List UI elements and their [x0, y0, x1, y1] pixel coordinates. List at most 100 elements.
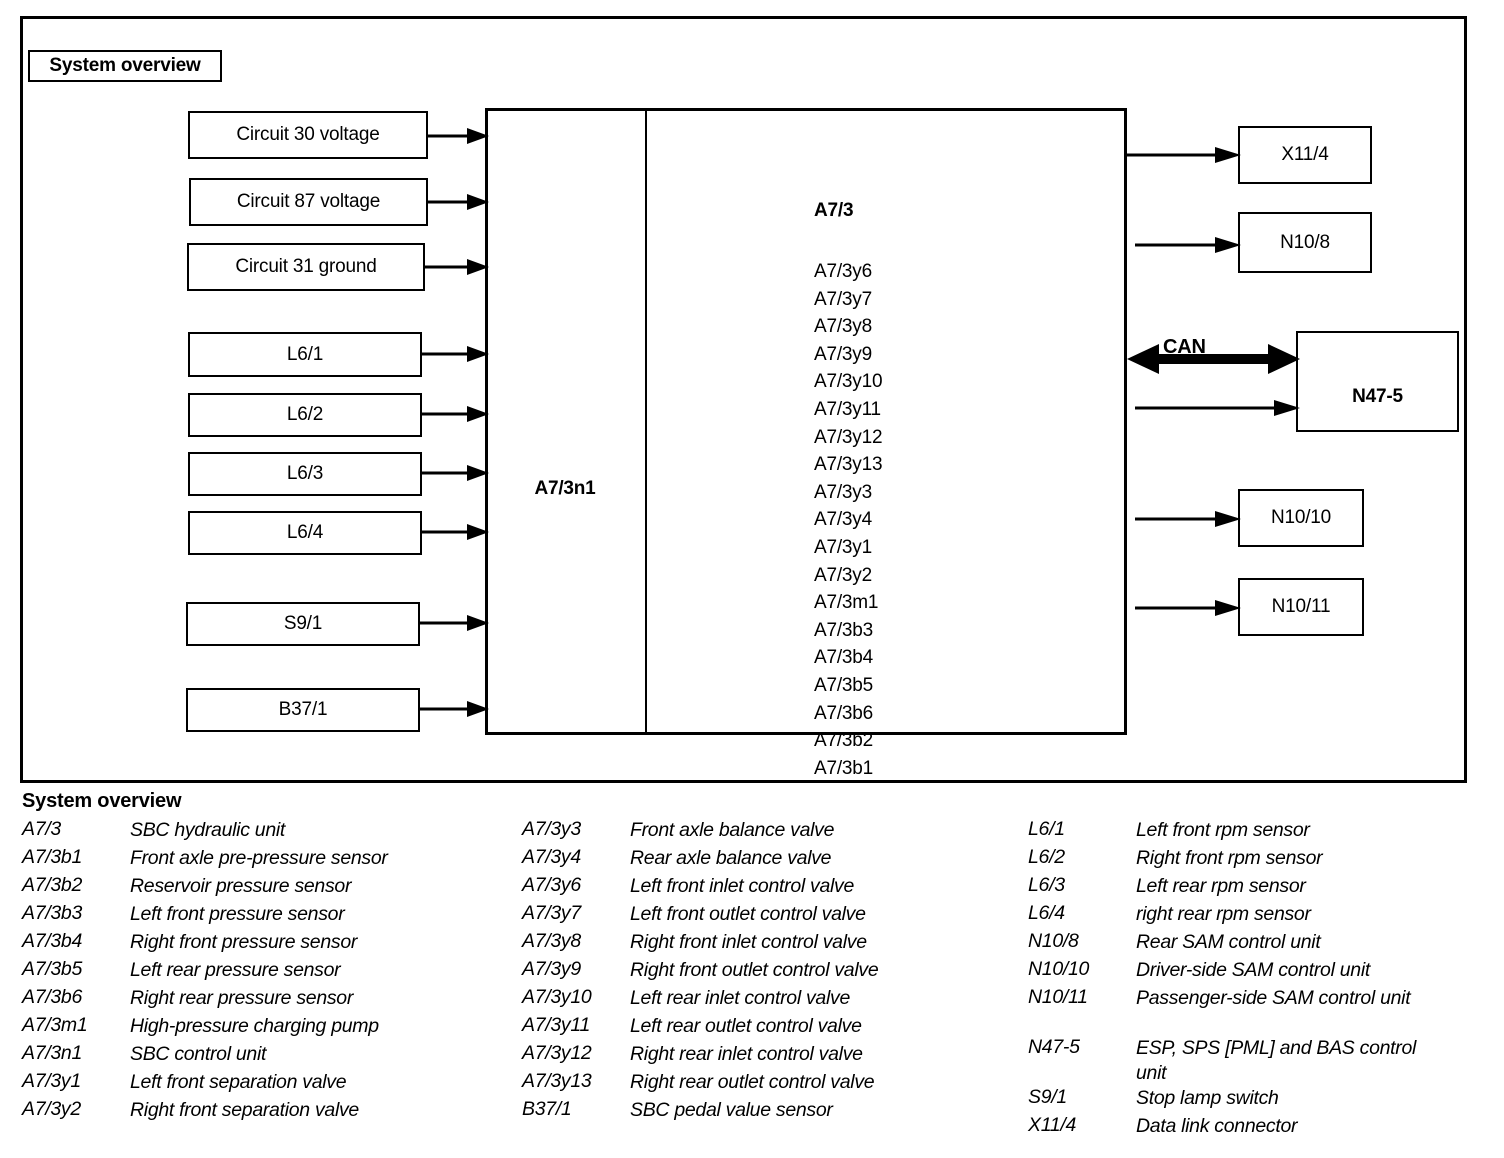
component-item: A7/3b1 — [814, 757, 874, 779]
arrow-circuit-30-to-block — [427, 127, 489, 145]
output-label: N10/10 — [1270, 507, 1332, 528]
component-item: A7/3b5 — [814, 674, 874, 696]
legend-code: N10/10 — [1028, 958, 1090, 980]
sbc-control-unit-label: A7/3n1 — [534, 478, 596, 499]
input-box-l6-3[interactable]: L6/3 — [188, 452, 422, 496]
legend-description: SBC control unit — [130, 1043, 267, 1065]
component-item: A7/3y11 — [814, 398, 881, 420]
legend-description: Right front separation valve — [130, 1099, 359, 1121]
legend-code: A7/3y7 — [522, 902, 581, 924]
component-item: A7/3y2 — [814, 564, 872, 586]
arrow-block-to-n47-5 — [1135, 399, 1300, 417]
legend-code: L6/1 — [1028, 818, 1065, 840]
output-box-n47-5[interactable]: N47-5 — [1296, 331, 1459, 432]
component-list: A7/3y6 A7/3y7 A7/3y8 A7/3y9 A7/3y10 A7/3… — [814, 258, 883, 782]
legend-code: A7/3n1 — [22, 1042, 83, 1064]
legend-code: N10/8 — [1028, 930, 1079, 952]
input-box-s9-1[interactable]: S9/1 — [186, 602, 420, 646]
legend-code: L6/4 — [1028, 902, 1065, 924]
output-box-x11-4[interactable]: X11/4 — [1238, 126, 1372, 184]
component-item: A7/3y1 — [814, 536, 872, 558]
output-label: N47-5 — [1352, 386, 1403, 407]
arrow-circuit-31-to-block — [424, 258, 489, 276]
input-label: L6/1 — [286, 343, 324, 365]
legend-code: L6/3 — [1028, 874, 1065, 896]
input-box-circuit-31-ground[interactable]: Circuit 31 ground — [187, 243, 425, 291]
legend-code: A7/3y12 — [522, 1042, 592, 1064]
input-box-l6-4[interactable]: L6/4 — [188, 511, 422, 555]
legend-description: Front axle pre-pressure sensor — [130, 847, 388, 869]
legend-code: A7/3y3 — [522, 818, 581, 840]
input-box-circuit-30-voltage[interactable]: Circuit 30 voltage — [188, 111, 428, 159]
sbc-main-block — [485, 108, 1127, 735]
legend-description: Left rear pressure sensor — [130, 959, 341, 981]
legend-description: Passenger-side SAM control unit — [1136, 987, 1411, 1009]
input-box-l6-1[interactable]: L6/1 — [188, 332, 422, 377]
legend-description: Right rear pressure sensor — [130, 987, 354, 1009]
legend-description: Left rear outlet control valve — [630, 1015, 862, 1037]
legend-description: Right front rpm sensor — [1136, 847, 1323, 869]
can-bus-label: CAN — [1163, 336, 1206, 358]
arrow-l6-1-to-block — [421, 345, 489, 363]
arrow-block-to-n10-10 — [1135, 510, 1241, 528]
component-item: A7/3y3 — [814, 481, 872, 503]
component-item: A7/3b4 — [814, 647, 874, 669]
legend-description: Reservoir pressure sensor — [130, 875, 352, 897]
arrow-block-to-x11-4 — [1127, 146, 1241, 164]
legend-code: A7/3b1 — [22, 846, 83, 868]
arrow-block-to-n10-11 — [1135, 599, 1241, 617]
input-label: L6/4 — [286, 522, 324, 543]
output-box-n10-10[interactable]: N10/10 — [1238, 489, 1364, 547]
arrow-l6-4-to-block — [421, 523, 489, 541]
legend-description: Right rear outlet control valve — [630, 1071, 875, 1093]
output-label: N10/11 — [1271, 596, 1331, 617]
component-item: A7/3y4 — [814, 509, 872, 531]
legend-description: Left front rpm sensor — [1136, 819, 1310, 841]
legend-description: High-pressure charging pump — [130, 1015, 379, 1037]
legend-description: Left front pressure sensor — [130, 903, 345, 925]
component-item: A7/3y8 — [814, 316, 872, 338]
arrow-l6-2-to-block — [421, 405, 489, 423]
legend-description: Driver-side SAM control unit — [1136, 959, 1370, 981]
input-label: L6/3 — [286, 463, 324, 484]
input-label: Circuit 87 voltage — [236, 191, 381, 212]
input-box-b37-1[interactable]: B37/1 — [186, 688, 420, 732]
legend-code: A7/3y9 — [522, 958, 581, 980]
legend-code: A7/3 — [22, 818, 61, 840]
legend-code: L6/2 — [1028, 846, 1065, 868]
legend-description: Right front inlet control valve — [630, 931, 867, 953]
output-box-n10-8[interactable]: N10/8 — [1238, 212, 1372, 273]
input-box-circuit-87-voltage[interactable]: Circuit 87 voltage — [189, 178, 428, 226]
legend-description: right rear rpm sensor — [1136, 903, 1311, 925]
component-item: A7/3y9 — [814, 343, 872, 365]
component-item: A7/3y13 — [814, 454, 883, 476]
component-item: A7/3y7 — [814, 288, 872, 310]
legend-code: N10/11 — [1028, 986, 1088, 1008]
legend-code: X11/4 — [1028, 1114, 1077, 1136]
legend-code: N47-5 — [1028, 1036, 1080, 1058]
legend-description: Data link connector — [1136, 1115, 1298, 1137]
arrow-l6-3-to-block — [421, 464, 489, 482]
legend-description: Left rear inlet control valve — [630, 987, 850, 1009]
input-box-l6-2[interactable]: L6/2 — [188, 393, 422, 437]
component-item: A7/3m1 — [814, 592, 879, 614]
legend-description: Left front inlet control valve — [630, 875, 855, 897]
legend-code: A7/3y4 — [522, 846, 581, 868]
legend-code: A7/3y11 — [522, 1014, 591, 1036]
component-item: A7/3b2 — [814, 730, 874, 752]
output-box-n10-11[interactable]: N10/11 — [1238, 578, 1364, 636]
legend-description: Right rear inlet control valve — [630, 1043, 863, 1065]
legend-description: Left rear rpm sensor — [1136, 875, 1306, 897]
input-label: S9/1 — [283, 613, 323, 634]
output-label: X11/4 — [1281, 144, 1329, 165]
legend-code: B37/1 — [522, 1098, 572, 1120]
legend-code: A7/3b3 — [22, 902, 83, 924]
legend-code: A7/3b2 — [22, 874, 83, 896]
legend-description: Stop lamp switch — [1136, 1087, 1279, 1109]
legend-description: Left front outlet control valve — [630, 903, 866, 925]
diagram-frame — [20, 16, 1467, 783]
arrow-can-bus-bidirectional — [1127, 341, 1300, 377]
component-item: A7/3b6 — [814, 702, 874, 724]
component-item: A7/3y12 — [814, 426, 883, 448]
legend-code: A7/3y2 — [22, 1098, 81, 1120]
